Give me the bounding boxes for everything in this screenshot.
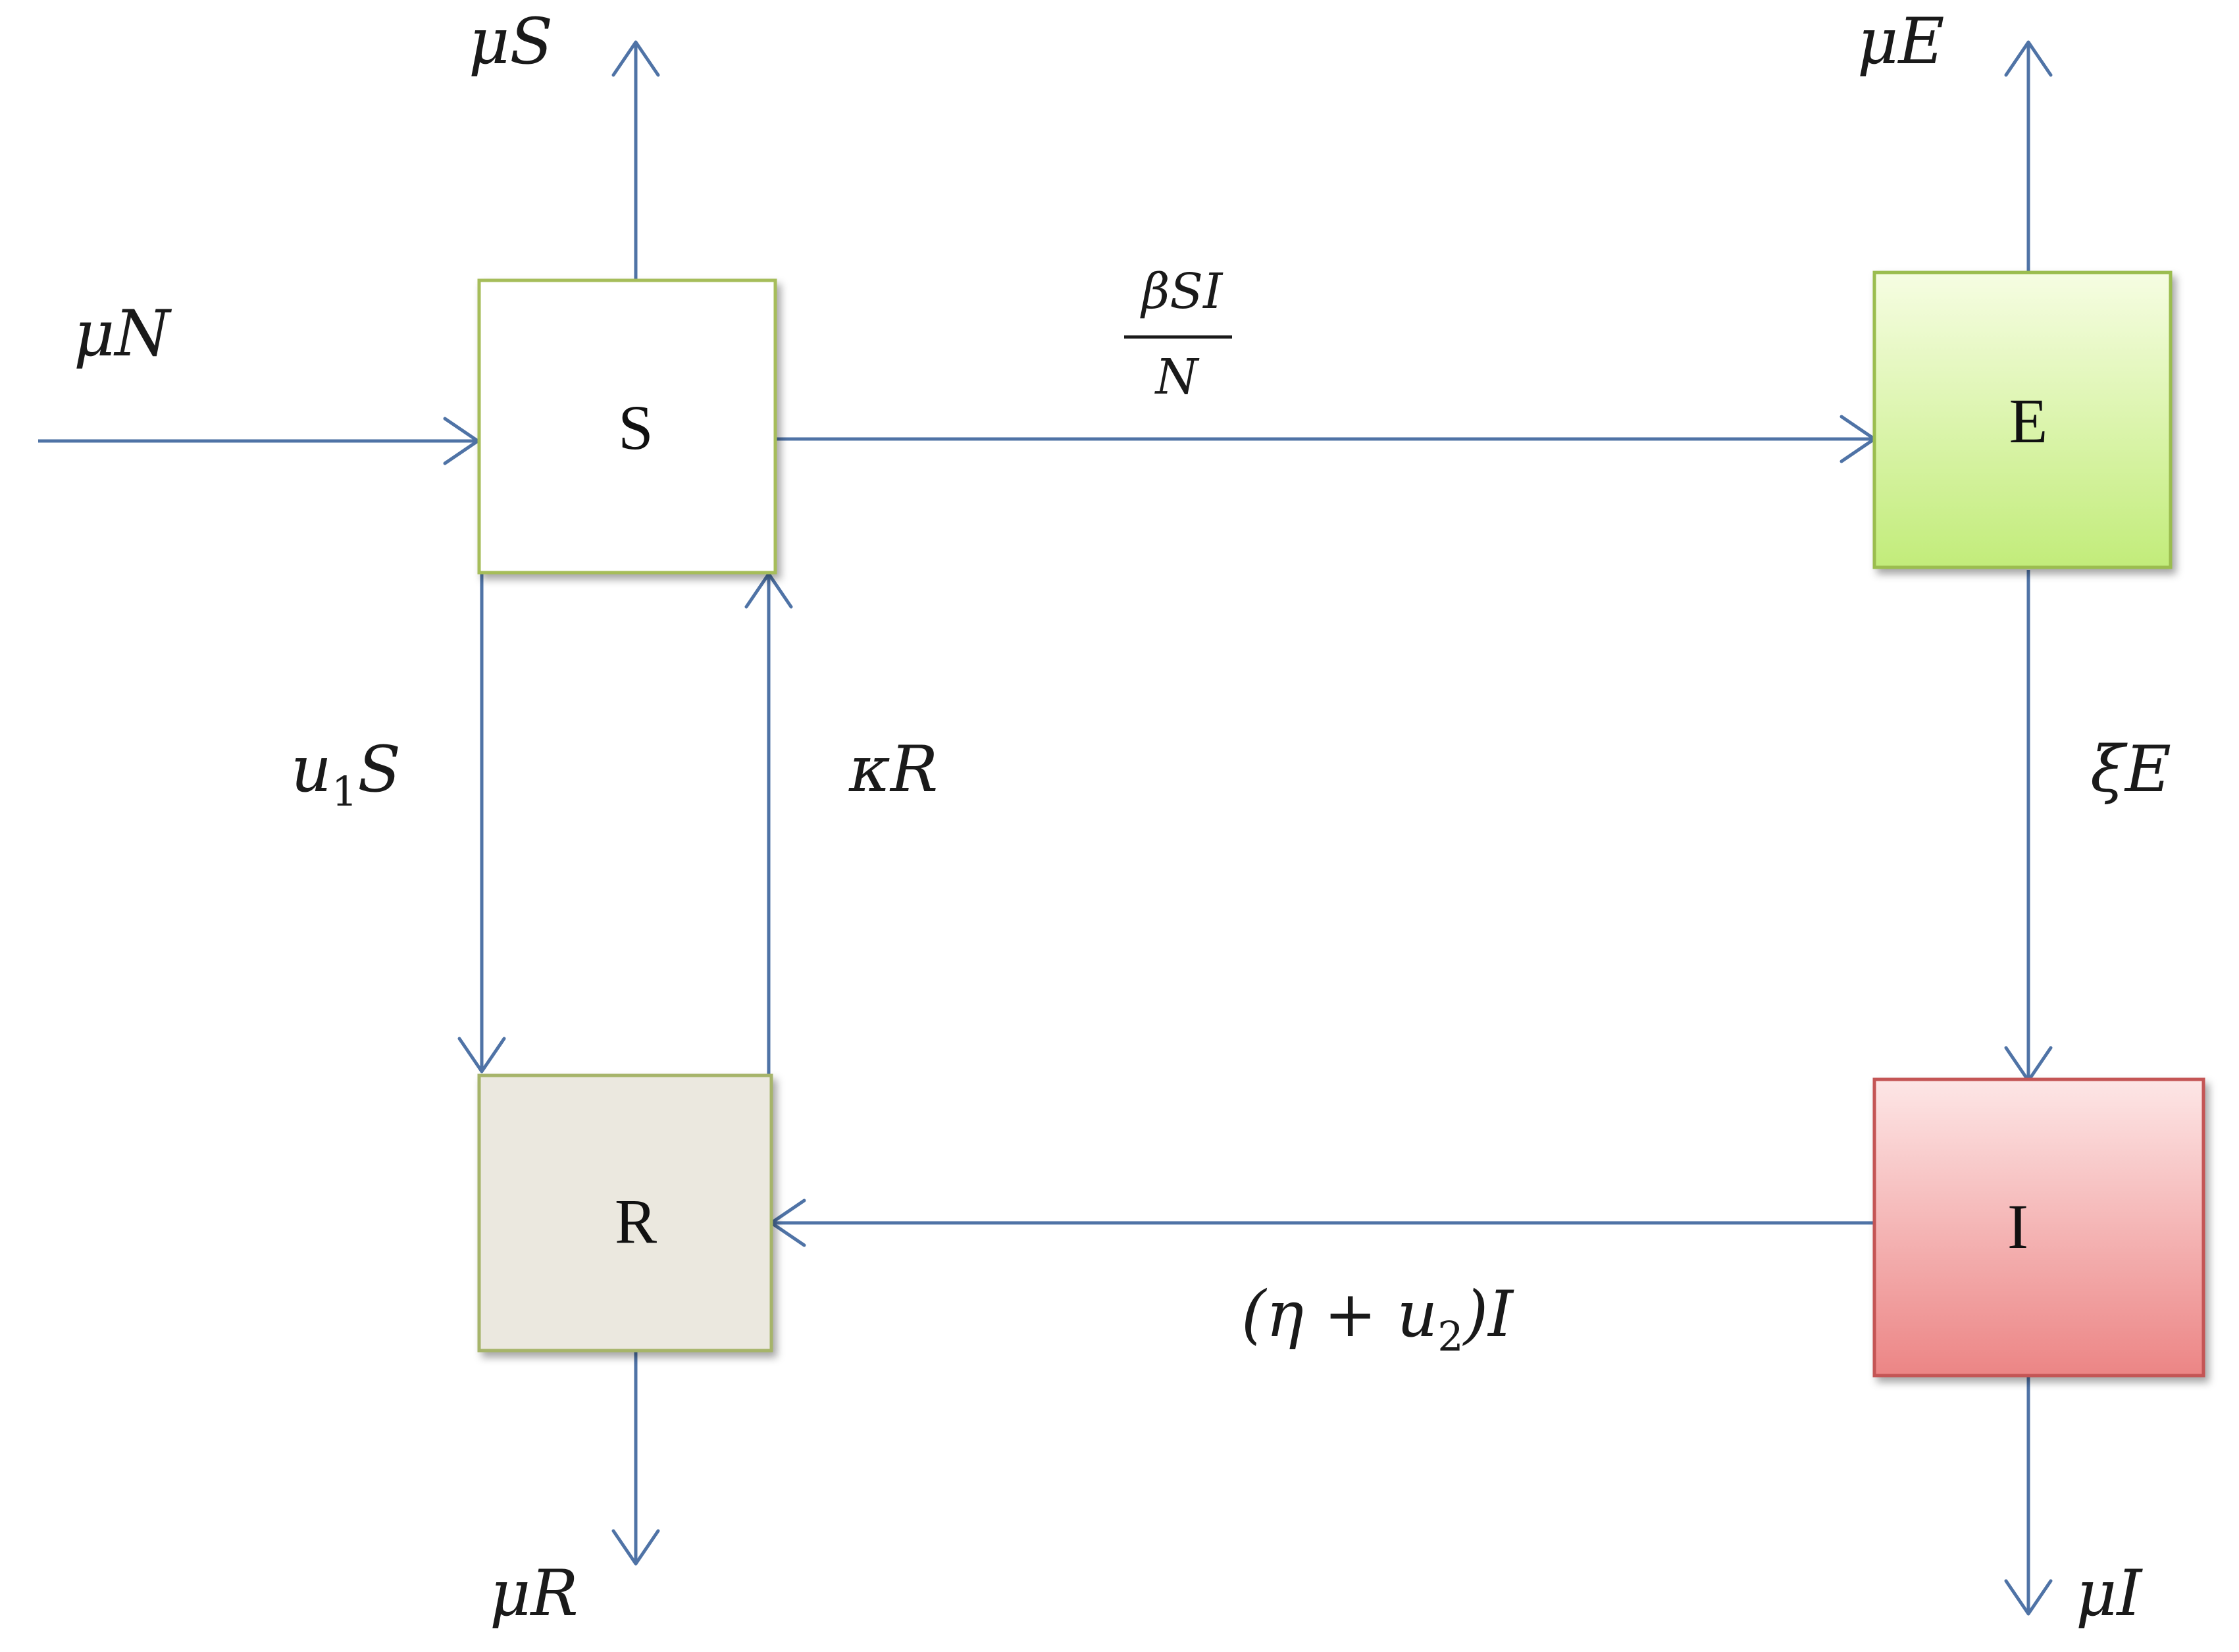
compartment-r: R (477, 1073, 773, 1353)
rate-infection-numerator: βSI (1140, 263, 1223, 320)
arrow-infection (777, 415, 1876, 463)
rate-death-e: μE (1857, 5, 1944, 78)
arrow-progression (2004, 570, 2053, 1083)
rate-recovery-close: )I (1462, 1278, 1514, 1351)
arrow-waning (744, 572, 793, 1075)
arrow-recovery (769, 1199, 1874, 1247)
rate-recovery-subscript: 2 (1437, 1312, 1463, 1360)
rate-infection-denominator: N (1154, 349, 1200, 405)
compartment-r-label: R (615, 1186, 657, 1256)
arrow-death-r (611, 1351, 660, 1566)
compartment-r-box (477, 1073, 773, 1353)
arrow-death-s (611, 40, 660, 280)
arrow-vaccination (457, 571, 506, 1073)
rate-death-i: μI (2076, 1557, 2143, 1630)
arrow-death-e (2004, 40, 2053, 272)
rate-waning: κR (848, 733, 938, 806)
compartment-s: S (477, 278, 777, 575)
compartment-i: I (1872, 1077, 2205, 1378)
rate-vaccination-subscript: 1 (332, 767, 357, 815)
compartment-s-box (477, 278, 777, 575)
rate-recovery-open: (η + u (1241, 1278, 1437, 1351)
rate-progression: ξE (2090, 733, 2171, 806)
arrow-recruitment (38, 417, 480, 465)
rate-recruitment: μN (74, 297, 172, 371)
compartment-e-box (1872, 271, 2173, 569)
rate-vaccination-s: S (357, 733, 401, 806)
rate-infection: βSI N (1124, 263, 1232, 405)
compartment-s-label: S (618, 392, 653, 463)
compartment-e: E (1872, 271, 2173, 569)
rate-vaccination: u1S (291, 733, 401, 815)
rate-death-r: μR (490, 1557, 579, 1630)
compartment-i-label: I (2007, 1191, 2028, 1262)
rate-death-s: μS (469, 5, 553, 78)
compartment-e-label: E (2009, 386, 2048, 456)
rate-recovery: (η + u2)I (1241, 1278, 1514, 1360)
arrow-death-i (2004, 1376, 2053, 1616)
compartment-i-box (1872, 1077, 2205, 1378)
rate-vaccination-u: u (291, 733, 332, 806)
